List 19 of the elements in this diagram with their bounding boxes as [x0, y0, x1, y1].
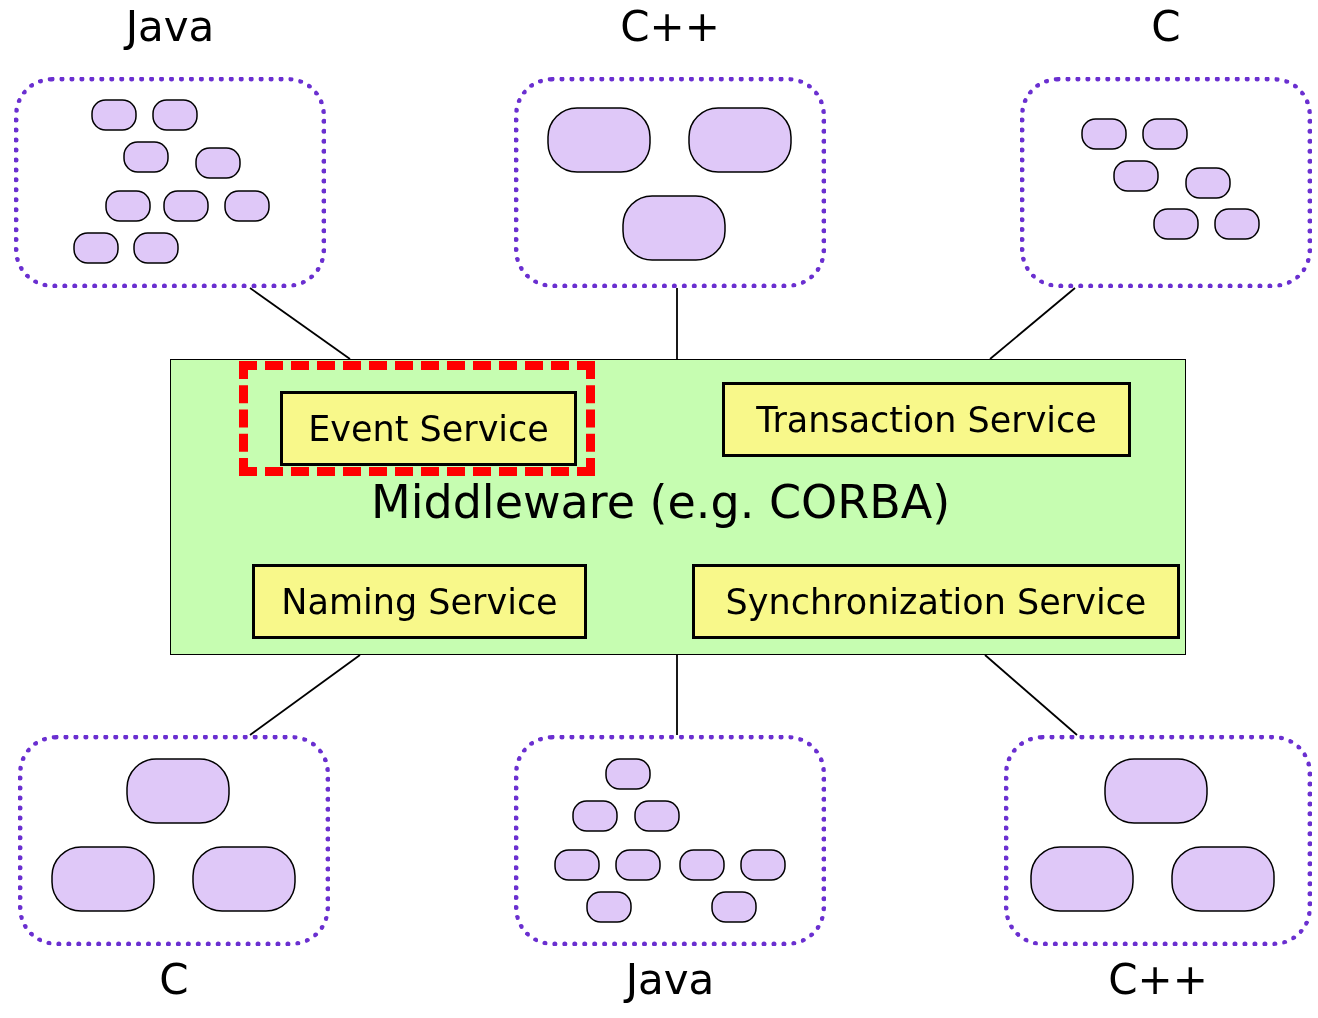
connector-line — [984, 654, 1078, 736]
language-label: C — [1150, 2, 1182, 52]
language-label: C — [158, 955, 190, 1005]
language-label: Java — [622, 955, 716, 1005]
highlight-frame — [239, 361, 595, 476]
connector-line — [676, 654, 678, 736]
connector-line — [676, 287, 678, 360]
service-box: Synchronization Service — [692, 564, 1180, 639]
service-box: Transaction Service — [722, 382, 1131, 457]
connector-line — [989, 287, 1076, 360]
panel-title: Middleware (e.g. CORBA) — [371, 475, 951, 529]
connector-line — [249, 654, 361, 736]
connector-line — [249, 287, 351, 360]
language-label: C++ — [1107, 955, 1209, 1005]
service-box: Event Service — [280, 391, 577, 466]
service-box: Naming Service — [252, 564, 587, 639]
language-label: Java — [122, 2, 216, 52]
language-label: C++ — [619, 2, 721, 52]
middleware-panel — [170, 359, 1186, 655]
